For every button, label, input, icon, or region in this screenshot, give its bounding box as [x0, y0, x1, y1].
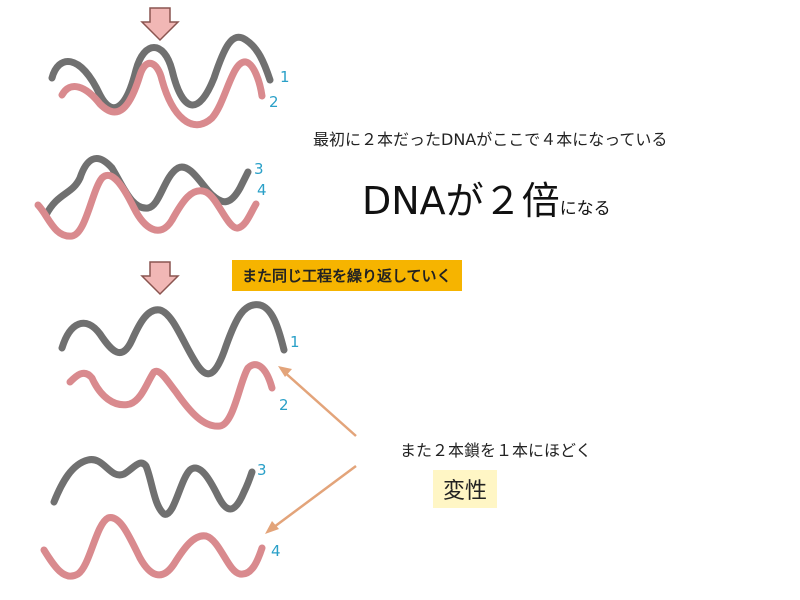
headline-suffix: になる: [559, 199, 611, 219]
strand-number-1: 1: [290, 333, 300, 351]
headline-dna-doubled: DNAが２倍になる: [362, 170, 611, 225]
arrowhead-icon: [278, 366, 292, 377]
arrowhead-icon: [265, 521, 279, 534]
dna-strand-1-separated: [58, 301, 288, 378]
dna-strand-3: [42, 155, 252, 219]
strand-number-1: 1: [280, 68, 290, 86]
strand-number-4: 4: [257, 181, 267, 199]
dna-strand-3-separated: [50, 456, 256, 518]
down-arrow-icon: [140, 7, 180, 42]
caption-first-round: 最初に２本だったDNAがここで４本になっている: [313, 130, 668, 149]
dna-strand-1: [48, 33, 274, 112]
dna-strand-2: [58, 58, 266, 129]
dna-strand-4-separated: [40, 514, 266, 580]
strand-number-3: 3: [254, 160, 264, 178]
headline-main: DNAが２倍: [362, 179, 560, 223]
dna-strand-4: [34, 172, 260, 240]
strand-number-2: 2: [279, 396, 289, 414]
dna-strand-2-separated: [66, 361, 276, 430]
pointer-arrow-to-strand-4: [269, 464, 357, 532]
unwind-caption: また２本鎖を１本にほどく: [400, 441, 592, 460]
strand-number-3: 3: [257, 461, 267, 479]
repeat-process-badge: また同じ工程を繰り返していく: [232, 260, 462, 291]
pointer-arrow-to-strand-2: [281, 369, 357, 437]
strand-number-2: 2: [269, 93, 279, 111]
strand-number-4: 4: [271, 542, 281, 560]
denaturation-badge: 変性: [433, 470, 498, 508]
down-arrow-icon: [140, 261, 180, 296]
